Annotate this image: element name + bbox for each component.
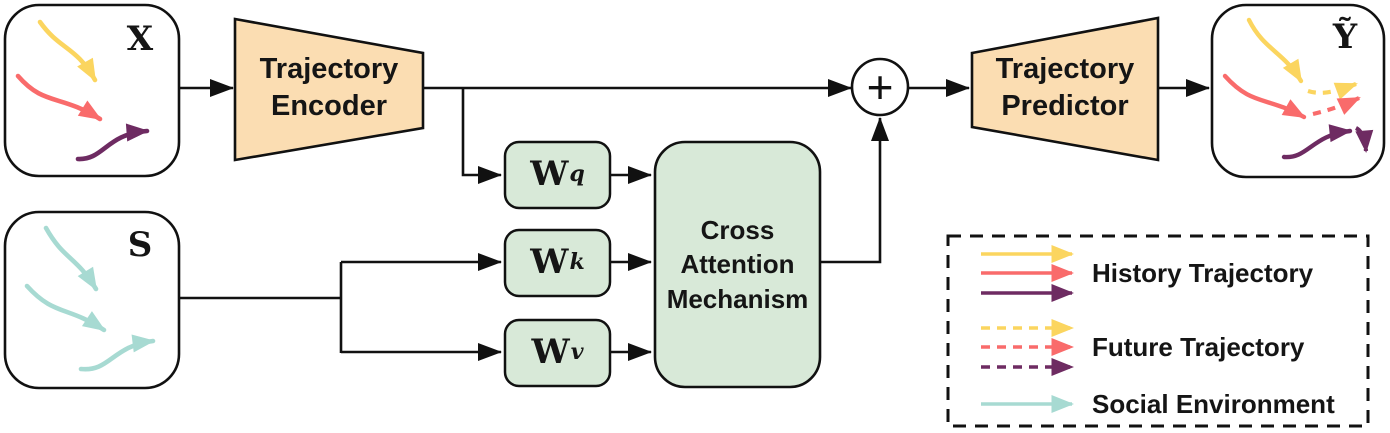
output-history-arrow-yellow xyxy=(1246,17,1304,84)
wq-box xyxy=(503,140,612,210)
future-arrow-yellow-dashed xyxy=(1307,82,1358,100)
social-arrow-teal-1 xyxy=(43,225,99,292)
output-box-y xyxy=(1210,3,1386,179)
history-arrow-purple xyxy=(75,123,150,162)
history-arrow-red xyxy=(15,73,103,122)
encoder-trapezoid xyxy=(233,17,425,162)
edge-attention-to-sum xyxy=(820,117,889,264)
output-history-arrow-purple xyxy=(1281,124,1353,160)
sum-symbol: + xyxy=(867,61,894,113)
wk-box xyxy=(503,228,612,298)
output-history-arrow-red xyxy=(1222,73,1307,120)
future-arrow-red-dashed xyxy=(1312,96,1361,117)
input-box-s xyxy=(3,210,181,390)
wv-box xyxy=(503,318,612,388)
social-arrow-teal-2 xyxy=(24,283,107,333)
history-arrow-yellow xyxy=(37,19,98,83)
future-arrow-purple-dashed xyxy=(1354,126,1374,153)
social-arrow-teal-3 xyxy=(78,334,156,372)
attention-box xyxy=(653,140,822,389)
sum-circle xyxy=(850,57,910,117)
edge-encoder-to-wq xyxy=(461,88,502,184)
legend-box xyxy=(946,234,1370,428)
predictor-trapezoid xyxy=(970,16,1160,162)
